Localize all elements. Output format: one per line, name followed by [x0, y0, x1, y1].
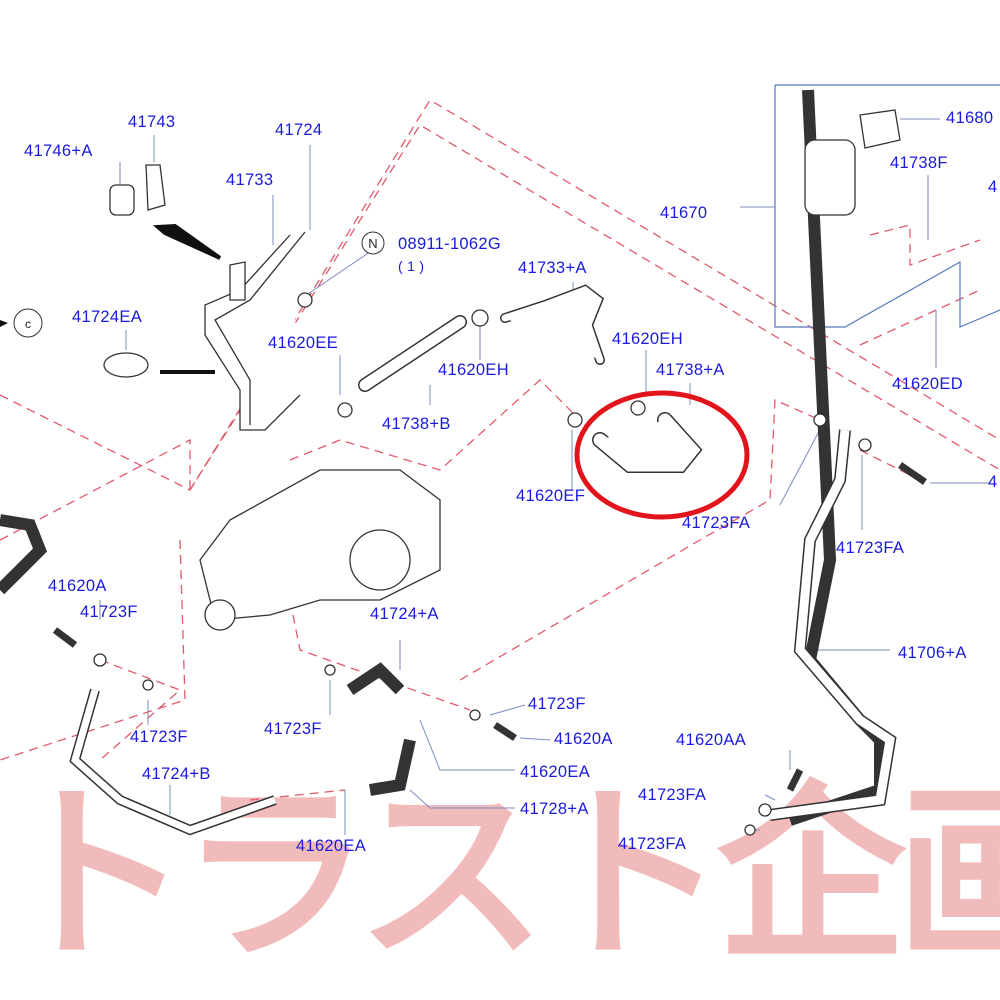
- clamp-41743: [145, 164, 166, 211]
- reservoir-box: [774, 84, 1000, 328]
- part-label: 41723FA: [638, 786, 707, 804]
- c-symbol: c: [25, 317, 31, 331]
- part-label: 41723FA: [682, 514, 751, 532]
- part-label: 41620EF: [516, 487, 586, 505]
- part-label: 41733: [226, 171, 274, 189]
- part-label: 41620EH: [438, 361, 509, 379]
- part-label: 41620A: [554, 730, 613, 748]
- part-label: 41723F: [80, 603, 138, 621]
- part-label: 41724+A: [370, 605, 439, 623]
- arrow-icon: [152, 223, 222, 374]
- part-label: 41723FA: [836, 539, 905, 557]
- part-label: 41743: [128, 113, 176, 131]
- part-label: 41733+A: [518, 259, 587, 277]
- part-label: 41728+A: [520, 800, 589, 818]
- part-label: 41724EA: [72, 308, 142, 326]
- part-label: 41724+B: [142, 765, 211, 783]
- part-label: 41706+A: [898, 644, 967, 662]
- part-label-partial: 4: [988, 178, 998, 196]
- reservoir-cap: [859, 109, 901, 149]
- part-label: 41620AA: [676, 731, 746, 749]
- part-label: 41723F: [528, 695, 586, 713]
- part-label: 41738F: [890, 154, 948, 172]
- part-label: 41746+A: [24, 142, 93, 160]
- part-label-partial: 4: [988, 473, 998, 491]
- part-label: 41670: [660, 204, 708, 222]
- arrow-icon: [0, 320, 8, 327]
- leader-lines: [99, 118, 990, 835]
- part-label: 41620ED: [892, 375, 963, 393]
- grommet-41724ea: [103, 352, 149, 378]
- part-label: 41724: [275, 121, 323, 139]
- part-label: 41723F: [130, 728, 188, 746]
- part-label: 41620EE: [268, 334, 338, 352]
- part-label: 41620EA: [520, 763, 590, 781]
- part-label: 41620A: [48, 577, 107, 595]
- part-label: 08911-1062G: [398, 235, 501, 253]
- part-label: 41620EH: [612, 330, 683, 348]
- part-label: 41723FA: [618, 835, 687, 853]
- grommet-41746: [109, 184, 135, 216]
- part-label: 41723F: [264, 720, 322, 738]
- nut: [297, 292, 313, 308]
- n-symbol-circle: [361, 231, 385, 255]
- part-label: 41620EA: [296, 837, 366, 855]
- n-symbol: N: [368, 236, 377, 251]
- c-symbol-circle: [13, 308, 43, 338]
- reservoir-41670: [804, 139, 856, 216]
- part-label: 41738+A: [656, 361, 725, 379]
- quantity-label: ( 1 ): [398, 258, 425, 274]
- parts: [0, 89, 927, 836]
- part-label: 41738+B: [382, 415, 451, 433]
- highlight-circle: [574, 390, 750, 520]
- part-label: 41680: [946, 109, 994, 127]
